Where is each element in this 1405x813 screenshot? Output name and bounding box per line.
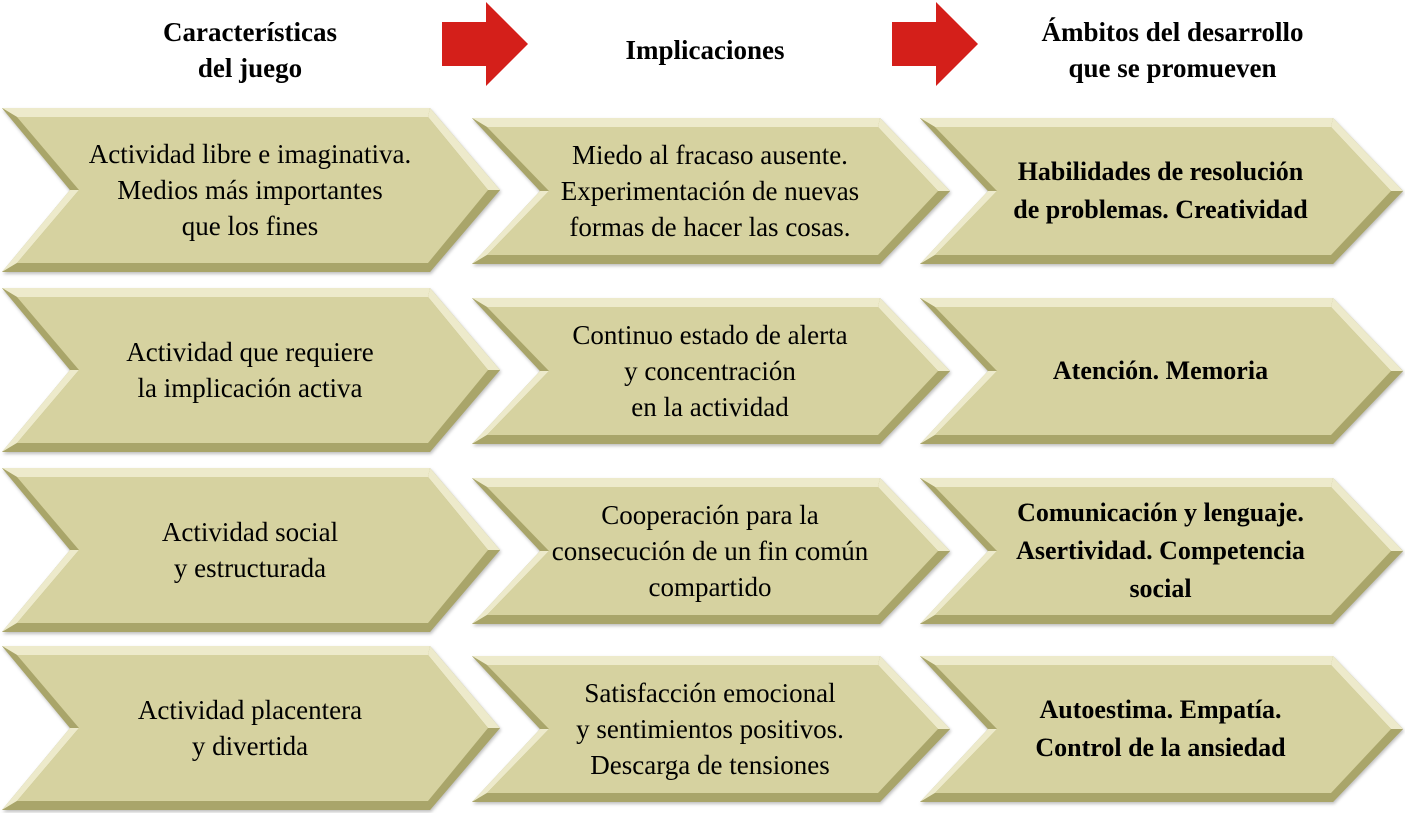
chevron-ambito-text: Autoestima. Empatía. Control de la ansied…	[982, 656, 1339, 802]
header-implicaciones: Implicaciones	[560, 0, 850, 100]
chevron-shape	[920, 298, 1403, 444]
chevron-caracteristica-text: Actividad que requiere la implicación act…	[64, 288, 436, 452]
chevron-ambito: Atención. Memoria	[920, 298, 1403, 444]
header-caracteristicas: Características del juego	[130, 0, 370, 100]
chevron-caracteristica-line: Actividad libre e imaginativa.	[88, 139, 412, 169]
chevron-implicacion-line: y sentimientos positivos.	[576, 714, 844, 744]
chevron-ambito-text: Comunicación y lenguaje. Asertividad. Com…	[982, 478, 1339, 624]
chevron-ambito-line: de problemas. Creatividad	[1013, 195, 1308, 224]
arrow-right-icon	[440, 0, 530, 90]
chevron-ambito-line: Comunicación y lenguaje.	[1017, 498, 1304, 527]
chevron-ambito-text: Atención. Memoria	[982, 298, 1339, 444]
chevron-shape	[472, 118, 950, 264]
header-ambitos: Ámbitos del desarrollo que se promueven	[1000, 0, 1345, 100]
header-caracteristicas-line: Características	[163, 17, 337, 47]
chevron-implicacion-line: Descarga de tensiones	[590, 750, 830, 780]
chevron-implicacion: Cooperación para la consecución de un fin…	[472, 478, 950, 624]
chevron-ambito: Autoestima. Empatía. Control de la ansied…	[920, 656, 1403, 802]
chevron-caracteristica-line: Actividad que requiere	[126, 337, 374, 367]
chevron-shape	[2, 646, 500, 810]
chevron-caracteristica: Actividad placentera y divertida	[2, 646, 500, 810]
chevron-caracteristica-line: que los fines	[181, 211, 319, 241]
chevron-implicacion-line: Experimentación de nuevas	[560, 176, 860, 206]
chevron-implicacion-line: Cooperación para la	[601, 500, 819, 530]
chevron-caracteristica-line: y divertida	[191, 731, 309, 761]
chevron-caracteristica-line: Actividad social	[161, 517, 339, 547]
chevron-implicacion-line: formas de hacer las cosas.	[569, 212, 851, 242]
chevron-shape	[2, 288, 500, 452]
chevron-ambito: Habilidades de resolución de problemas. C…	[920, 118, 1403, 264]
chevron-implicacion: Continuo estado de alerta y concentración…	[472, 298, 950, 444]
chevron-shape	[472, 298, 950, 444]
chevron-implicacion-line: Miedo al fracaso ausente.	[572, 140, 848, 170]
chevron-ambito-text: Habilidades de resolución de problemas. C…	[982, 118, 1339, 264]
chevron-implicacion-line: en la actividad	[631, 392, 789, 422]
chevron-caracteristica: Actividad social y estructurada	[2, 468, 500, 632]
chevron-caracteristica-text: Actividad social y estructurada	[64, 468, 436, 632]
chevron-implicacion-line: compartido	[648, 572, 772, 602]
chevron-implicacion-text: Continuo estado de alerta y concentración…	[534, 298, 886, 444]
chevron-implicacion: Miedo al fracaso ausente. Experimentación…	[472, 118, 950, 264]
chevron-implicacion: Satisfacción emocional y sentimientos pos…	[472, 656, 950, 802]
chevron-ambito-line: Atención. Memoria	[1052, 356, 1269, 385]
header-caracteristicas-line: del juego	[197, 53, 303, 83]
chevron-caracteristica-line: Actividad placentera	[137, 695, 363, 725]
header-implicaciones-line: Implicaciones	[625, 35, 785, 65]
chevron-ambito-line: Asertividad. Competencia	[1016, 536, 1305, 565]
chevron-implicacion-line: Continuo estado de alerta	[572, 320, 848, 350]
chevron-caracteristica-line: y estructurada	[173, 553, 327, 583]
chevron-implicacion-line: Satisfacción emocional	[584, 678, 836, 708]
chevron-implicacion-text: Satisfacción emocional y sentimientos pos…	[534, 656, 886, 802]
chevron-ambito-line: Habilidades de resolución	[1017, 157, 1304, 186]
chevron-caracteristica: Actividad que requiere la implicación act…	[2, 288, 500, 452]
chevron-ambito: Comunicación y lenguaje. Asertividad. Com…	[920, 478, 1403, 624]
chevron-implicacion-text: Cooperación para la consecución de un fin…	[534, 478, 886, 624]
chevron-shape	[2, 468, 500, 632]
chevron-caracteristica-text: Actividad placentera y divertida	[64, 646, 436, 810]
chevron-shape	[2, 108, 500, 272]
chevron-shape	[472, 656, 950, 802]
chevron-shape	[920, 656, 1403, 802]
chevron-ambito-line: Control de la ansiedad	[1035, 733, 1286, 762]
arrow-right-icon	[890, 0, 980, 90]
header-ambitos-line: que se promueven	[1068, 53, 1277, 83]
chevron-shape	[920, 118, 1403, 264]
chevron-caracteristica-line: Medios más importantes	[117, 175, 383, 205]
chevron-caracteristica-line: la implicación activa	[137, 373, 363, 403]
header-ambitos-line: Ámbitos del desarrollo	[1041, 17, 1304, 47]
chevron-implicacion-text: Miedo al fracaso ausente. Experimentación…	[534, 118, 886, 264]
chevron-ambito-line: social	[1129, 574, 1192, 603]
chevron-shape	[472, 478, 950, 624]
chevron-ambito-line: Autoestima. Empatía.	[1039, 695, 1282, 724]
chevron-shape	[920, 478, 1403, 624]
chevron-implicacion-line: y concentración	[624, 356, 796, 386]
chevron-caracteristica: Actividad libre e imaginativa. Medios más…	[2, 108, 500, 272]
chevron-implicacion-line: consecución de un fin común	[551, 536, 869, 566]
chevron-caracteristica-text: Actividad libre e imaginativa. Medios más…	[64, 108, 436, 272]
